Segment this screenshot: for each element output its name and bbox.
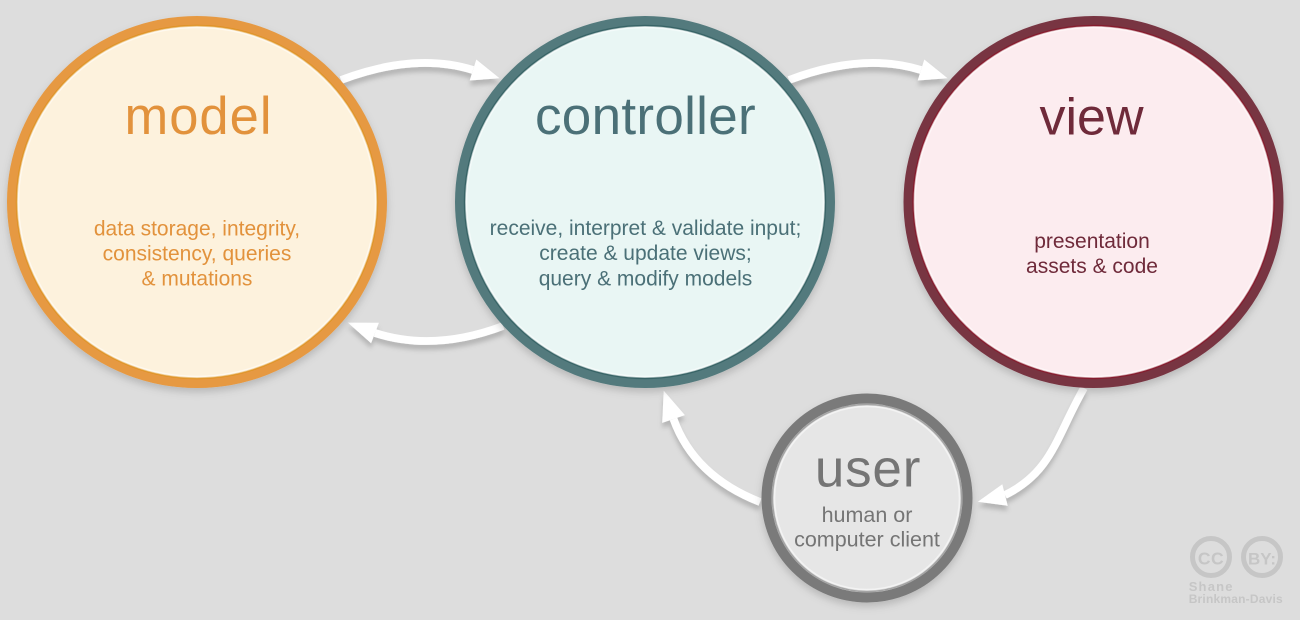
- svg-text:model: model: [125, 87, 273, 146]
- svg-text:BY:: BY:: [1248, 550, 1276, 569]
- svg-text:Shane: Shane: [1189, 579, 1234, 594]
- svg-text:consistency, queries: consistency, queries: [103, 243, 292, 266]
- svg-text:query & modify models: query & modify models: [539, 267, 753, 290]
- svg-text:user: user: [815, 440, 921, 499]
- svg-text:presentation: presentation: [1034, 230, 1150, 253]
- svg-text:receive, interpret & validate: receive, interpret & validate input;: [490, 217, 802, 240]
- svg-text:& mutations: & mutations: [142, 268, 253, 291]
- svg-text:create & update views;: create & update views;: [539, 242, 751, 265]
- svg-text:human or: human or: [822, 503, 913, 527]
- svg-text:assets & code: assets & code: [1026, 255, 1158, 278]
- svg-text:CC: CC: [1198, 549, 1224, 569]
- svg-text:view: view: [1039, 89, 1143, 147]
- svg-text:computer client: computer client: [794, 528, 940, 552]
- svg-text:controller: controller: [535, 87, 756, 146]
- svg-text:data storage, integrity,: data storage, integrity,: [94, 218, 300, 241]
- svg-text:Brinkman-Davis: Brinkman-Davis: [1189, 592, 1283, 606]
